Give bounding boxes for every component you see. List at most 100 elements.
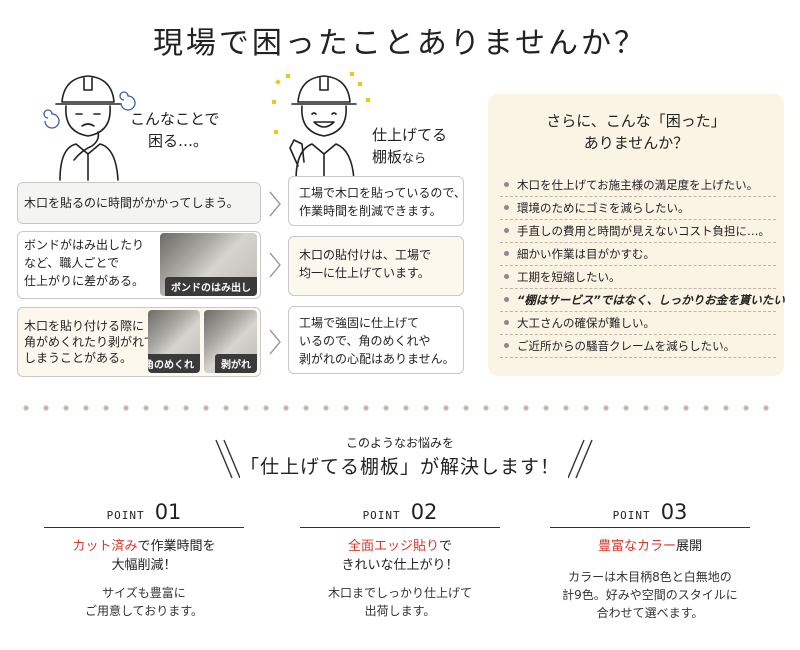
divider-dot xyxy=(23,405,29,411)
divider-dot xyxy=(223,405,229,411)
divider-dot xyxy=(183,405,189,411)
point-title-text: 展開 xyxy=(676,539,703,554)
panel-item-text: 木口を仕上げてお施主様の満足度を上げたい。 xyxy=(517,178,759,192)
bullet-icon xyxy=(504,320,509,325)
point-desc-line: 出荷します。 xyxy=(364,604,436,618)
divider-dot xyxy=(463,405,469,411)
divider-dot xyxy=(483,405,489,411)
divider-dot xyxy=(63,405,69,411)
right-speech: 仕上げてる 棚板なら xyxy=(372,124,447,169)
right-speech-line: 仕上げてる xyxy=(372,126,448,144)
divider-dot xyxy=(643,405,649,411)
photo-caption: ボンドのはみ出し xyxy=(165,277,257,296)
solution-box-2 xyxy=(288,236,464,296)
divider-dot xyxy=(503,405,509,411)
panel-item-text: 工期を短縮したい。 xyxy=(517,270,621,284)
solution-text: 工場で木口を貼っているので、 xyxy=(299,186,466,200)
panel-list-item: 工期を短縮したい。 xyxy=(500,266,776,289)
divider-dot xyxy=(243,405,249,411)
panel-title: さらに、こんな「困った」 ありませんか？ xyxy=(488,110,784,154)
panel-title-line: ありませんか？ xyxy=(583,134,689,152)
point-desc-line: 合わせて選べます。 xyxy=(596,606,704,620)
headline: 「仕上げてる棚板」が解決します！ xyxy=(239,456,560,478)
point-title-2: 全面エッジ貼りで きれいな仕上がり！ xyxy=(300,537,500,575)
slash-decoration-right xyxy=(568,439,593,479)
right-speech-main: 棚板 xyxy=(372,148,403,166)
solution-box-1 xyxy=(288,176,464,226)
point-desc-3: カラーは木目柄8色と白無地の 計9色。好みや空間のスタイルに 合わせて選べます。 xyxy=(540,568,760,622)
solution-text: 工場で強固に仕上げて xyxy=(299,316,420,330)
panel-list-item: 大工さんの確保が難しい。 xyxy=(500,312,776,335)
bond-overflow-photo: ボンドのはみ出し xyxy=(160,233,257,296)
bullet-icon xyxy=(504,297,509,302)
sub-heading: このようなお悩みを xyxy=(345,436,454,450)
panel-list-item: 環境のためにゴミを減らしたい。 xyxy=(500,197,776,220)
point-desc-2: 木口までしっかり仕上げて 出荷します。 xyxy=(290,584,510,620)
divider-dot xyxy=(43,405,49,411)
problem-text: しまうことがある。 xyxy=(24,351,133,365)
problem-box-1 xyxy=(17,182,261,224)
problem-text: 木口を貼るのに時間がかかってしまう。 xyxy=(24,196,239,210)
page-title: 現場で困ったことありませんか？ xyxy=(152,26,648,61)
solution-text: 均一に仕上げています。 xyxy=(299,266,430,280)
panel-list-item: “棚はサービス”ではなく、しっかりお金を貰いたい xyxy=(500,289,785,312)
divider-dot xyxy=(703,405,709,411)
corner-peel-photo: 角のめくれ xyxy=(148,310,200,373)
divider-dot xyxy=(663,405,669,411)
divider-dot xyxy=(203,405,209,411)
worker-happy-icon xyxy=(272,72,370,181)
divider-dot xyxy=(403,405,409,411)
point-desc-1: サイズも豊富に ご用意しております。 xyxy=(34,584,254,620)
bullet-icon xyxy=(504,182,509,187)
photo-caption: 角のめくれ xyxy=(148,354,200,373)
left-speech-line: 困る…。 xyxy=(148,132,209,150)
divider-dot xyxy=(123,405,129,411)
panel-item-text: 環境のためにゴミを減らしたい。 xyxy=(517,201,690,215)
problem-text: など、職人ごとで xyxy=(24,256,120,270)
bullet-icon xyxy=(504,228,509,233)
point-number: 01 xyxy=(154,500,182,524)
panel-item-text: 大工さんの確保が難しい。 xyxy=(517,316,655,330)
divider-dot xyxy=(723,405,729,411)
peeling-photo: 剥がれ xyxy=(204,310,257,373)
point-desc-line: 木口までしっかり仕上げて xyxy=(327,586,472,600)
divider-dot xyxy=(743,405,749,411)
divider-dot xyxy=(283,405,289,411)
problem-text: 木口を貼り付ける際に xyxy=(24,319,145,333)
point-desc-line: ご用意しております。 xyxy=(84,604,204,618)
panel-item-text: ご近所からの騒音クレームを減らしたい。 xyxy=(517,339,736,353)
point-highlight: 全面エッジ貼り xyxy=(347,539,439,554)
panel-title-line: さらに、こんな「困った」 xyxy=(546,112,726,130)
chevron-right-icon xyxy=(269,329,281,355)
slash-decoration-left xyxy=(215,439,240,479)
bullet-icon xyxy=(504,251,509,256)
divider-dot xyxy=(443,405,449,411)
panel-list-item: 細かい作業は目がかすむ。 xyxy=(500,243,776,266)
solution-text: 木口の貼付けは、工場で xyxy=(299,248,432,262)
panel-item-text: “棚はサービス”ではなく、しっかりお金を貰いたい xyxy=(517,293,785,307)
point-underline xyxy=(44,527,244,528)
bullet-icon xyxy=(504,274,509,279)
divider-dot xyxy=(683,405,689,411)
point-label: POINT xyxy=(612,509,651,522)
divider-dot xyxy=(523,405,529,411)
right-speech-suffix: なら xyxy=(402,151,427,165)
point-highlight: 豊富なカラー xyxy=(597,539,676,554)
panel-item-text: 手直しの費用と時間が見えないコスト負担に…。 xyxy=(517,224,770,238)
divider-dot xyxy=(543,405,549,411)
point-title-3: 豊富なカラー展開 xyxy=(550,537,750,556)
point-title-text: で作業時間を xyxy=(137,539,216,554)
point-title-text: で xyxy=(439,539,453,554)
bullet-icon xyxy=(504,205,509,210)
divider-dot xyxy=(323,405,329,411)
problem-text: 仕上がりに差がある。 xyxy=(24,274,145,288)
panel-item-text: 細かい作業は目がかすむ。 xyxy=(517,247,655,261)
chevron-right-icon xyxy=(269,191,281,217)
divider-dot xyxy=(603,405,609,411)
panel-list-item: 木口を仕上げてお施主様の満足度を上げたい。 xyxy=(500,174,776,197)
left-speech: こんなことで 困る…。 xyxy=(130,108,220,152)
divider-dot xyxy=(563,405,569,411)
point-title-text: きれいな仕上がり！ xyxy=(341,558,459,573)
bullet-icon xyxy=(504,343,509,348)
